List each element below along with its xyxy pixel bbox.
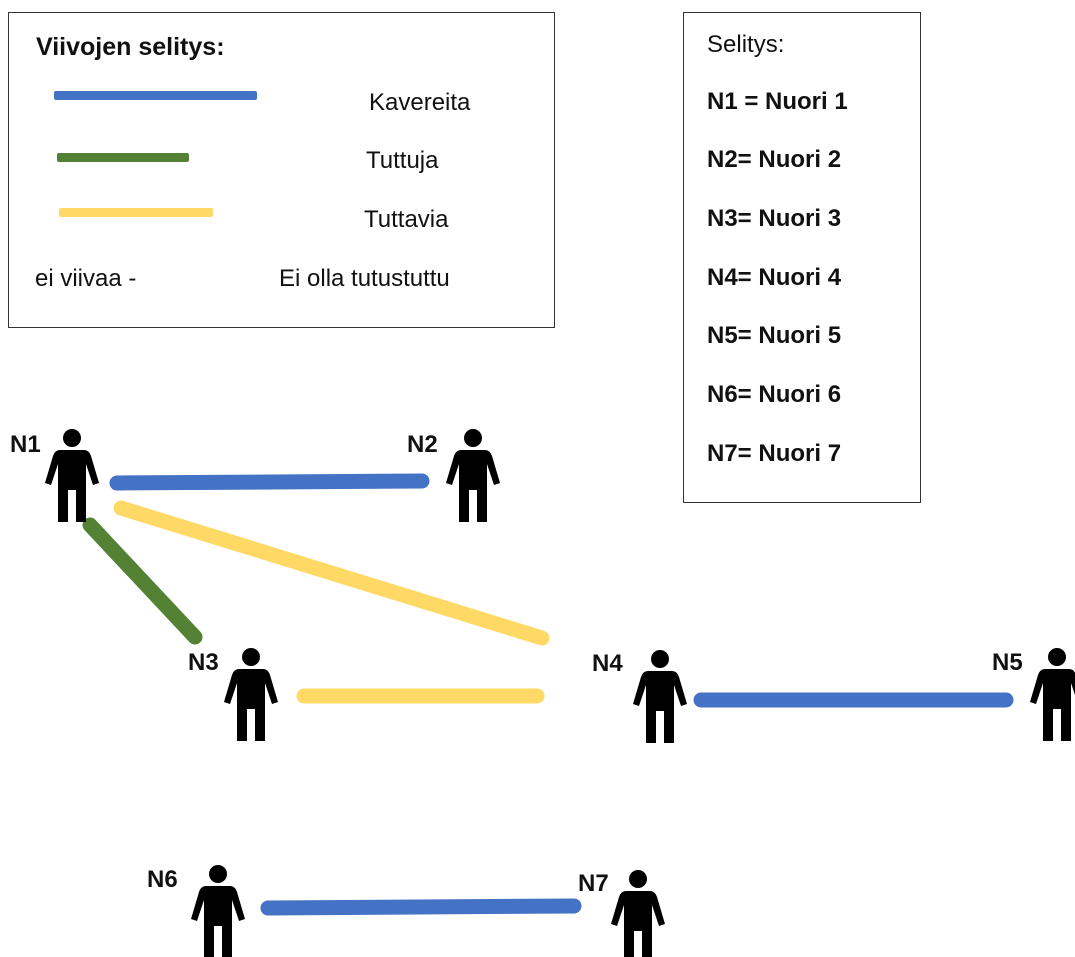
person-icon <box>45 429 99 522</box>
node-legend-item-n1: N1 = Nuori 1 <box>707 88 848 115</box>
node-legend-item-n2: N2= Nuori 2 <box>707 146 842 173</box>
line-legend: Viivojen selitys: Kavereita Tuttuja Tutt… <box>8 12 555 328</box>
edge-n6-n7 <box>260 898 582 916</box>
node-legend-title: Selitys: <box>707 31 785 58</box>
node-legend-item-n7: N7= Nuori 7 <box>707 440 842 467</box>
edge-n1-n4 <box>113 500 550 646</box>
node-n3: N3 <box>188 648 278 741</box>
node-label-n4: N4 <box>592 650 623 677</box>
node-n7: N7 <box>578 870 665 957</box>
legend-label-tuttavia: Tuttavia <box>364 206 449 233</box>
node-label-n3: N3 <box>188 649 219 676</box>
node-label-n1: N1 <box>10 431 41 458</box>
edges <box>82 473 1014 916</box>
line-legend-title: Viivojen selitys: <box>36 33 225 61</box>
node-n6: N6 <box>147 865 245 957</box>
node-label-n5: N5 <box>992 649 1023 676</box>
legend-label-tuttuja: Tuttuja <box>366 147 439 174</box>
edge-n1-n2 <box>109 473 430 491</box>
node-label-n7: N7 <box>578 870 609 897</box>
node-n4: N4 <box>592 650 687 743</box>
person-icon <box>191 865 245 957</box>
node-n1: N1 <box>10 429 99 522</box>
legend-swatch-tuttavia <box>59 208 213 217</box>
node-legend-item-n3: N3= Nuori 3 <box>707 205 842 232</box>
node-legend: Selitys: N1 = Nuori 1 N2= Nuori 2 N3= Nu… <box>683 12 921 503</box>
node-n2: N2 <box>407 429 500 522</box>
legend-no-line-label: Ei olla tutustuttu <box>279 265 450 292</box>
node-label-n2: N2 <box>407 431 438 458</box>
node-n5: N5 <box>992 648 1075 741</box>
node-label-n6: N6 <box>147 866 178 893</box>
legend-swatch-tuttuja <box>57 153 189 162</box>
person-icon <box>611 870 665 957</box>
legend-no-line-key: ei viivaa - <box>35 265 137 292</box>
node-legend-item-n6: N6= Nuori 6 <box>707 381 842 408</box>
person-icon <box>224 648 278 741</box>
legend-label-kavereita: Kavereita <box>369 89 471 116</box>
edge-n1-n3 <box>82 517 203 645</box>
node-legend-item-n5: N5= Nuori 5 <box>707 322 842 349</box>
node-legend-item-n4: N4= Nuori 4 <box>707 264 842 291</box>
person-icon <box>633 650 687 743</box>
legend-swatch-kavereita <box>54 91 257 100</box>
person-icon <box>446 429 500 522</box>
person-icon <box>1030 648 1075 741</box>
